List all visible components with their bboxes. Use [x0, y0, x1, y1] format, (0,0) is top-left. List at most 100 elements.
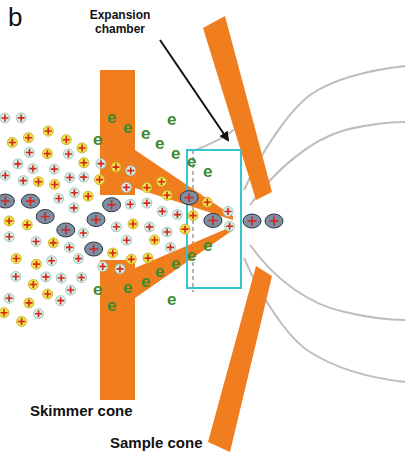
argon-ion: [50, 179, 60, 189]
plus-sign: [50, 239, 57, 246]
plus-sign: [226, 223, 233, 230]
plus-sign: [85, 193, 92, 200]
argon-ion: [22, 220, 32, 230]
plus-sign: [151, 236, 158, 243]
plus-sign: [112, 164, 119, 171]
plus-sign: [13, 255, 20, 262]
plus-sign: [248, 217, 257, 226]
matrix-ion: [41, 272, 51, 282]
matrix-ion: [13, 159, 23, 169]
plus-sign: [24, 221, 31, 228]
argon-ion: [202, 197, 212, 207]
argon-ion: [7, 138, 17, 148]
plus-sign: [78, 274, 85, 281]
matrix-ion: [144, 222, 154, 232]
electron-symbol: e: [141, 125, 150, 142]
matrix-ion: [69, 203, 79, 213]
plus-sign: [158, 178, 165, 185]
plus-sign: [159, 208, 166, 215]
matrix-ion: [34, 309, 44, 319]
argon-ion: [0, 308, 9, 318]
plus-sign: [79, 144, 86, 151]
matrix-ion: [24, 147, 34, 157]
plus-sign: [25, 134, 32, 141]
matrix-ion: [122, 235, 132, 245]
argon-ion: [143, 253, 153, 263]
argon-ion: [28, 280, 38, 290]
expansion-chamber-box: [187, 150, 241, 288]
plus-sign: [185, 193, 194, 202]
electron-symbol: e: [123, 119, 132, 136]
analyte-ion: [204, 213, 222, 227]
plus-sign: [61, 225, 70, 234]
argon-ion: [111, 162, 121, 172]
argon-ion: [188, 211, 198, 221]
argon-ion: [126, 254, 136, 264]
plus-sign: [6, 233, 13, 240]
plus-sign: [63, 136, 70, 143]
plus-sign: [182, 226, 189, 233]
matrix-ion: [47, 256, 57, 266]
plus-sign: [99, 263, 106, 270]
argon-ion: [17, 316, 27, 326]
plus-sign: [66, 174, 73, 181]
plus-sign: [57, 297, 64, 304]
figure-letter: b: [8, 3, 22, 31]
matrix-ion: [121, 182, 131, 192]
plus-sign: [97, 160, 104, 167]
plus-sign: [143, 200, 150, 207]
plus-sign: [225, 208, 232, 215]
argon-ion: [180, 224, 190, 234]
electron-symbol: e: [187, 247, 196, 264]
electron-symbol: e: [167, 291, 176, 308]
analyte-ion: [180, 191, 198, 205]
plus-sign: [144, 255, 151, 262]
argon-ion: [162, 190, 172, 200]
plus-sign: [127, 167, 134, 174]
electron-symbol: e: [203, 237, 212, 254]
plus-sign: [71, 189, 78, 196]
plus-sign: [35, 178, 42, 185]
plus-sign: [44, 291, 51, 298]
plus-sign: [18, 114, 25, 121]
analyte-ion: [0, 194, 14, 208]
electron-symbol: e: [107, 109, 116, 126]
plus-sign: [143, 184, 150, 191]
plus-sign: [55, 195, 62, 202]
analyte-ion: [85, 242, 103, 256]
argon-ion: [23, 133, 33, 143]
matrix-ion: [31, 236, 41, 246]
electron-symbol: e: [123, 279, 132, 296]
electron-symbol: e: [155, 263, 164, 280]
electron-symbol: e: [141, 273, 150, 290]
plus-sign: [51, 166, 58, 173]
electron-symbol: e: [167, 111, 176, 128]
matrix-ion: [63, 149, 73, 159]
matrix-ion: [157, 206, 167, 216]
matrix-ion: [66, 285, 76, 295]
plus-sign: [6, 295, 13, 302]
plus-sign: [6, 217, 13, 224]
matrix-ion: [172, 210, 182, 220]
argon-ion: [31, 259, 41, 269]
plus-sign: [35, 310, 42, 317]
plus-sign: [174, 211, 181, 218]
plus-sign: [113, 223, 120, 230]
plus-sign: [80, 159, 87, 166]
electron-symbol: e: [203, 163, 212, 180]
plus-sign: [48, 257, 55, 264]
leader-arrow: [160, 40, 228, 140]
plus-sign: [58, 275, 65, 282]
plus-sign: [130, 220, 137, 227]
flow-lines: [196, 66, 405, 382]
matrix-ion: [4, 293, 14, 303]
plus-sign: [80, 229, 87, 236]
plus-sign: [2, 172, 9, 179]
plus-sign: [116, 265, 123, 272]
matrix-ion: [4, 232, 14, 242]
matrix-ion: [165, 242, 175, 252]
plus-sign: [51, 181, 58, 188]
plus-sign: [14, 160, 21, 167]
matrix-ion: [65, 172, 75, 182]
